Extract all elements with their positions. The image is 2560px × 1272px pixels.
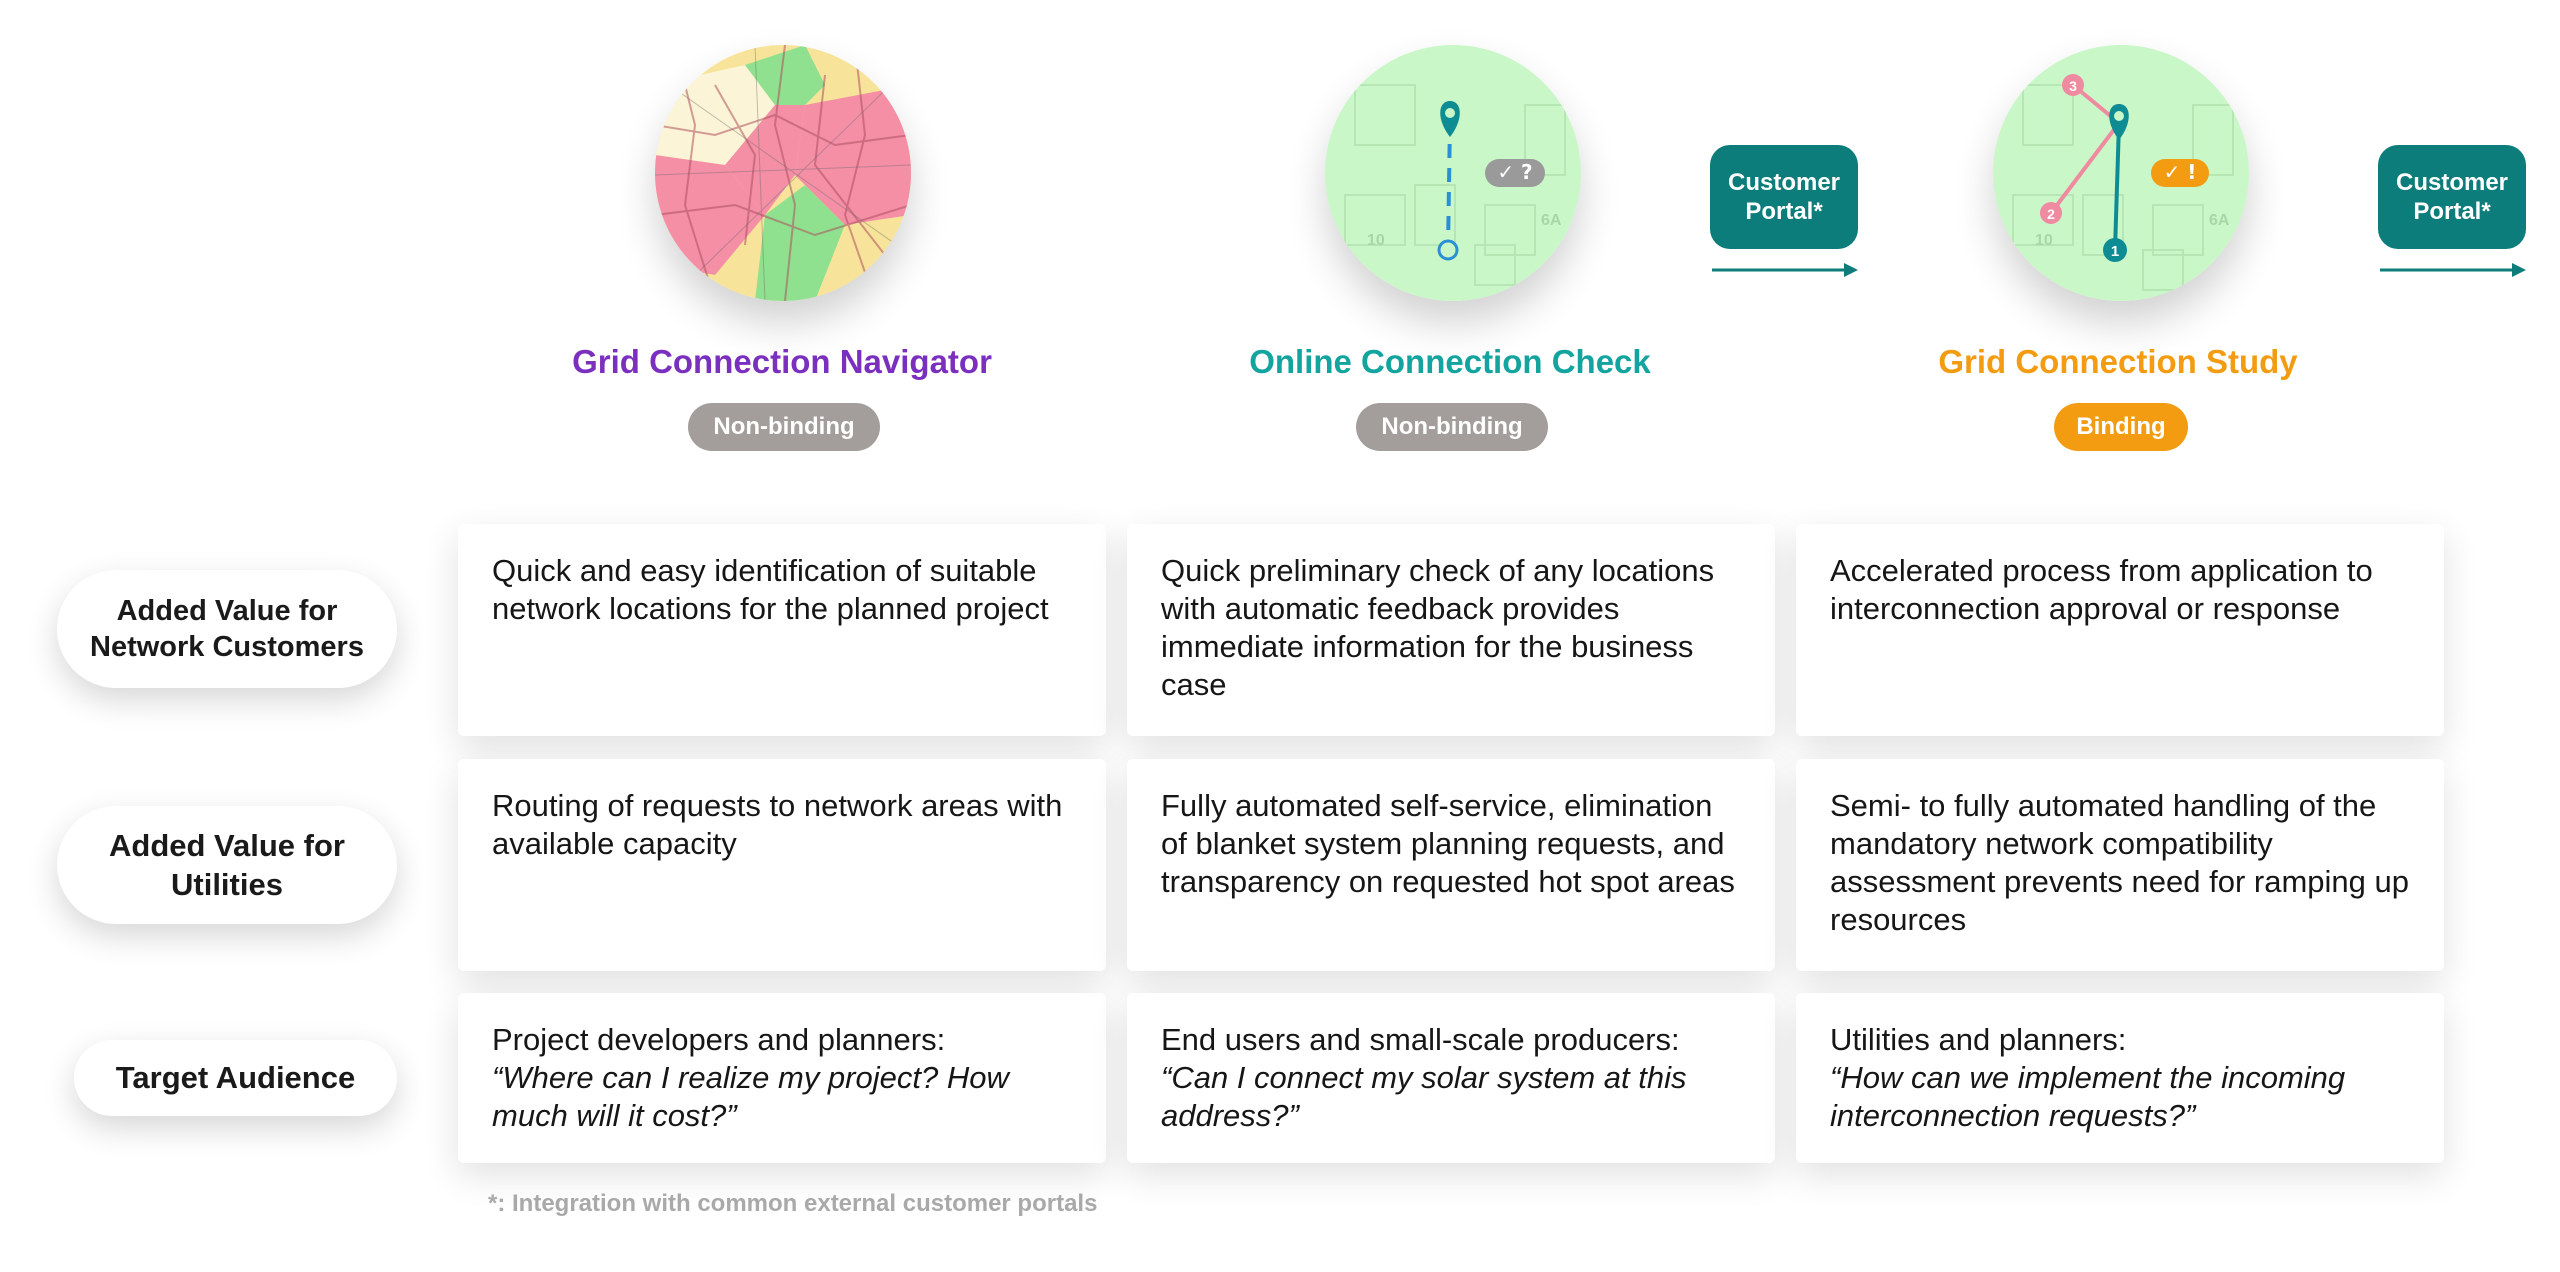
- card-quote: “How can we implement the incoming inter…: [1830, 1060, 2346, 1133]
- heatmap-map-icon: [655, 45, 911, 301]
- row-label-line1: Added Value for: [116, 595, 338, 627]
- row-label-line1: Target Audience: [115, 1060, 356, 1095]
- audience-card: End users and small-scale producers: “Ca…: [1127, 993, 1775, 1163]
- card-text: Project developers and planners:: [492, 1022, 946, 1057]
- card-text: Semi- to fully automated handling of the…: [1830, 788, 2409, 937]
- value-card: Semi- to fully automated handling of the…: [1796, 759, 2444, 971]
- connection-check-map-icon: 10 6A ✓ ?: [1325, 45, 1581, 301]
- badge-study: Binding: [2054, 403, 2188, 451]
- check-question-status: ✓ ?: [1497, 160, 1532, 184]
- marker-2: 2: [2047, 206, 2055, 222]
- card-text: Utilities and planners:: [1830, 1022, 2127, 1057]
- value-card: Fully automated self-service, eliminatio…: [1127, 759, 1775, 971]
- row-label-target-audience: Target Audience: [74, 1040, 397, 1116]
- arrow-right-icon: [2380, 263, 2526, 277]
- card-text: Fully automated self-service, eliminatio…: [1161, 788, 1735, 899]
- row-label-utilities: Added Value for Utilities: [57, 806, 397, 924]
- customer-portal-line2: Portal*: [1745, 198, 1823, 225]
- map-label-6a: 6A: [2209, 212, 2230, 229]
- card-quote: “Can I connect my solar system at this a…: [1161, 1060, 1687, 1133]
- map-label-10: 10: [2035, 232, 2053, 249]
- check-warning-status: ✓ !: [2164, 160, 2197, 184]
- card-text: End users and small-scale producers:: [1161, 1022, 1680, 1057]
- row-label-line1: Added Value for: [109, 828, 345, 863]
- footnote: *: Integration with common external cust…: [488, 1190, 1098, 1217]
- audience-card: Utilities and planners: “How can we impl…: [1796, 993, 2444, 1163]
- badge-check: Non-binding: [1356, 403, 1548, 451]
- customer-portal-line2: Portal*: [2413, 198, 2491, 225]
- card-text: Routing of requests to network areas wit…: [492, 788, 1063, 861]
- card-text: Accelerated process from application to …: [1830, 553, 2373, 626]
- customer-portal-line1: Customer: [1727, 169, 1841, 196]
- customer-portal-box: Customer Portal*: [1710, 145, 1858, 249]
- card-text: Quick and easy identification of suitabl…: [492, 553, 1049, 626]
- customer-portal-line1: Customer: [2395, 169, 2509, 196]
- value-card: Routing of requests to network areas wit…: [458, 759, 1106, 971]
- value-card: Quick preliminary check of any locations…: [1127, 524, 1775, 736]
- card-text: Quick preliminary check of any locations…: [1161, 553, 1715, 702]
- badge-navigator: Non-binding: [688, 403, 880, 451]
- product-title-navigator: Grid Connection Navigator: [572, 343, 992, 380]
- row-label-network-customers: Added Value for Network Customers: [57, 570, 397, 688]
- map-label-6a: 6A: [1541, 212, 1562, 229]
- value-card: Quick and easy identification of suitabl…: [458, 524, 1106, 736]
- product-title-study: Grid Connection Study: [1938, 343, 2298, 380]
- marker-3: 3: [2069, 78, 2077, 94]
- product-title-check: Online Connection Check: [1249, 343, 1651, 380]
- audience-card: Project developers and planners: “Where …: [458, 993, 1106, 1163]
- row-label-line2: Utilities: [171, 867, 283, 902]
- customer-portal-box: Customer Portal*: [2378, 145, 2526, 249]
- marker-1: 1: [2111, 243, 2119, 260]
- map-label-10: 10: [1367, 232, 1385, 249]
- connection-study-map-icon: 10 6A 3 2 1 ✓ !: [1993, 45, 2249, 301]
- row-label-line2: Network Customers: [90, 631, 364, 663]
- arrow-right-icon: [1712, 263, 1858, 277]
- value-card: Accelerated process from application to …: [1796, 524, 2444, 736]
- card-quote: “Where can I realize my project? How muc…: [492, 1060, 1009, 1133]
